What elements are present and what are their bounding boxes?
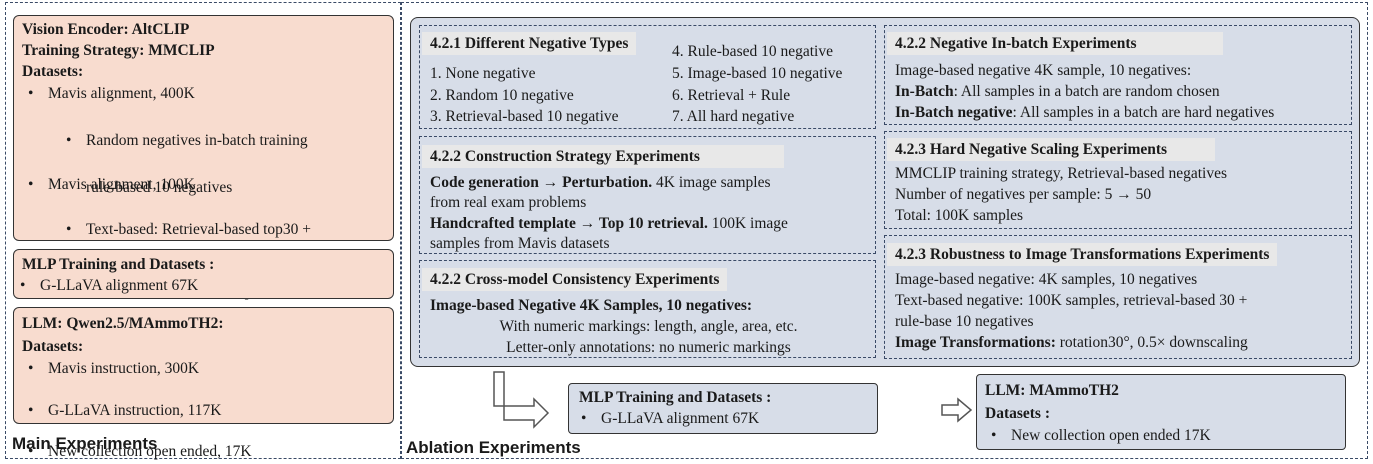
main-llm-box: LLM: Qwen2.5/MAmmoTH2: Datasets: Mavis i… xyxy=(13,307,394,462)
datasets-label: Datasets : xyxy=(985,405,1050,422)
list-item: Mavis alignment, 100K xyxy=(28,175,427,196)
mlp-title: MLP Training and Datasets : xyxy=(22,256,215,273)
robustness-title: 4.2.3 Robustness to Image Transformation… xyxy=(887,243,1278,266)
ablation-experiments-label: Ablation Experiments xyxy=(406,438,581,457)
cross-model-title: 4.2.2 Cross-model Consistency Experiment… xyxy=(422,268,728,291)
scaling-box: 4.2.3 Hard Negative Scaling Experiments … xyxy=(884,131,1352,229)
construction-line: Code generation → Perturbation. 4K image… xyxy=(430,174,771,191)
scaling-title: 4.2.3 Hard Negative Scaling Experiments xyxy=(887,138,1215,161)
inbatch-line: In-Batch negative: All samples in a batc… xyxy=(895,104,1275,121)
list-item: G-LLaVA alignment 67K xyxy=(581,409,909,430)
list-item: 1. None negative xyxy=(430,65,536,82)
ablation-llm-box: LLM: MAmmoTH2 Datasets : New collection … xyxy=(976,374,1346,450)
list-item: 5. Image-based 10 negative xyxy=(672,65,843,82)
llm-title: LLM: Qwen2.5/MAmmoTH2: xyxy=(22,315,224,332)
cross-model-line: With numeric markings: length, angle, ar… xyxy=(499,318,798,335)
list-item: 4. Rule-based 10 negative xyxy=(672,43,833,60)
list-item: Random negatives in-batch training xyxy=(66,131,465,152)
vision-encoder-box: Vision Encoder: AltCLIP Training Strateg… xyxy=(13,15,394,343)
list-item: New collection open ended, 17K xyxy=(28,442,427,463)
bent-arrow-icon xyxy=(493,371,550,429)
ablation-mlp-box: MLP Training and Datasets : G-LLaVA alig… xyxy=(568,383,878,434)
list-item: New collection open ended 17K xyxy=(991,426,1373,447)
construction-line: from real exam problems xyxy=(430,194,587,211)
cross-model-line: Letter-only annotations: no numeric mark… xyxy=(506,339,791,356)
list-item: 3. Retrieval-based 10 negative xyxy=(430,108,619,125)
construction-line: samples from Mavis datasets xyxy=(430,235,610,252)
llm-title: LLM: MAmmoTH2 xyxy=(985,382,1119,399)
datasets-label: Datasets: xyxy=(22,338,84,355)
construction-strategy-box: 4.2.2 Construction Strategy Experiments … xyxy=(419,136,876,254)
scaling-line: MMCLIP training strategy, Retrieval-base… xyxy=(895,165,1228,182)
robustness-box: 4.2.3 Robustness to Image Transformation… xyxy=(884,235,1352,359)
list-item-continuation: rule-based 10 negatives xyxy=(86,179,233,196)
list-item: Mavis instruction, 300K xyxy=(28,359,427,380)
robustness-line: Text-based negative: 100K samples, retri… xyxy=(895,292,1248,309)
scaling-line: Total: 100K samples xyxy=(895,207,1024,224)
robustness-line: rule-base 10 negatives xyxy=(895,313,1034,330)
negative-types-box: 4.2.1 Different Negative Types 1. None n… xyxy=(419,25,876,129)
list-item: G-LLaVA alignment 67K xyxy=(20,276,419,297)
ablation-panel xyxy=(410,17,1360,367)
right-arrow-icon xyxy=(941,397,973,423)
robustness-line: Image-based negative: 4K samples, 10 neg… xyxy=(895,271,1198,288)
list-item: 6. Retrieval + Rule xyxy=(672,87,791,104)
cross-model-subtitle: Image-based Negative 4K Samples, 10 nega… xyxy=(430,297,753,314)
datasets-label: Datasets: xyxy=(22,63,84,80)
inbatch-title: 4.2.2 Negative In-batch Experiments xyxy=(887,32,1223,55)
construction-line: Handcrafted template → Top 10 retrieval.… xyxy=(430,215,788,232)
list-item: Mavis alignment, 400K xyxy=(28,84,427,105)
inbatch-line: In-Batch: All samples in a batch are ran… xyxy=(895,83,1220,100)
main-mlp-box: MLP Training and Datasets : G-LLaVA alig… xyxy=(13,249,394,299)
training-strategy: Training Strategy: MMCLIP xyxy=(22,42,215,59)
scaling-line: Number of negatives per sample: 5 → 50 xyxy=(895,186,1152,203)
construction-title: 4.2.2 Construction Strategy Experiments xyxy=(422,145,784,168)
negative-types-title: 4.2.1 Different Negative Types xyxy=(422,32,637,55)
main-experiments-label: Main Experiments xyxy=(12,434,158,453)
mlp-title: MLP Training and Datasets : xyxy=(579,389,772,406)
list-item: 7. All hard negative xyxy=(672,108,795,125)
robustness-line: Image Transformations: rotation30°, 0.5×… xyxy=(895,334,1248,351)
list-item: 2. Random 10 negative xyxy=(430,87,574,104)
inbatch-box: 4.2.2 Negative In-batch Experiments Imag… xyxy=(884,25,1352,125)
inbatch-line: Image-based negative 4K sample, 10 negat… xyxy=(895,62,1192,79)
list-item: G-LLaVA instruction, 117K xyxy=(28,401,427,422)
cross-model-box: 4.2.2 Cross-model Consistency Experiment… xyxy=(419,260,876,358)
list-item: Text-based: Retrieval-based top30 + xyxy=(66,220,465,241)
encoder-title: Vision Encoder: AltCLIP xyxy=(22,21,190,38)
